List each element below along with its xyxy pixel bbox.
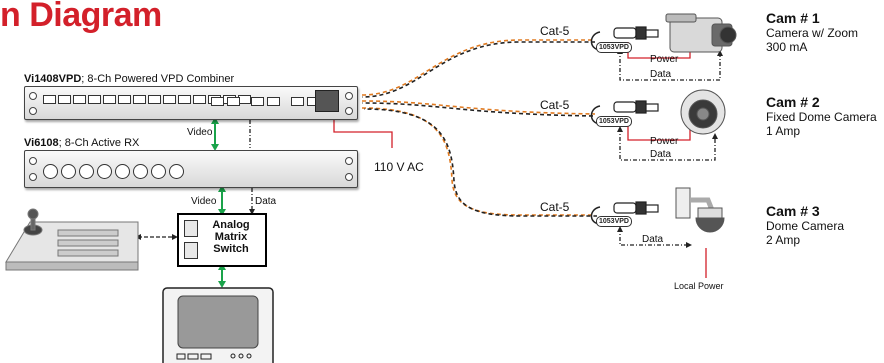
video-label: Video [191,196,217,207]
data-label: Data [642,234,664,245]
balun-tag: 1053VPD [596,116,632,127]
camera-current: 1 Amp [766,124,801,138]
camera-name: Cam # 1 [766,10,820,26]
cat5-cable-cam3 [361,107,597,217]
camera-current: 300 mA [766,40,808,54]
rack-mount-hole [345,107,353,115]
camera-type: Fixed Dome Camera [766,110,877,124]
balun-tag: 1053VPD [596,42,632,53]
combiner-unit [24,86,358,120]
ac-power-inlet [315,90,339,112]
data-label: Data [255,196,277,207]
combiner-label: Vi1408VPD; 8-Ch Powered VPD Combiner [24,73,235,85]
rack-mount-hole [29,157,37,165]
camera-icon [665,13,737,53]
power-label: Power [650,136,679,147]
cable-label-cam1: Cat-5 [540,24,570,38]
rack-mount-hole [345,92,353,100]
ptz-dome-camera-icon [675,187,725,233]
camera-3-info: Cam # 3 Dome Camera 2 Amp [766,203,844,247]
power-label: Power [650,54,679,65]
local-power-label: Local Power [674,281,724,291]
bnc-output-bank [43,164,184,179]
data-ports [211,97,320,106]
page-title: n Diagram [0,0,162,34]
camera-type: Dome Camera [766,219,845,233]
data-label: Data [650,149,672,160]
switch-port-icon [184,242,198,259]
video-label: Video [187,127,213,138]
receiver-unit [24,150,358,188]
receiver-label: Vi6108; 8-Ch Active RX [24,137,140,149]
cat5-cable-cam1 [361,39,595,98]
camera-name: Cam # 2 [766,94,820,110]
keyboard-controller-icon [5,208,139,271]
cable-label-cam2: Cat-5 [540,98,570,112]
dome-camera-icon [680,89,726,135]
rack-mount-hole [29,173,37,181]
bnc-connectors [613,26,659,215]
ac-power-label: 110 V AC [374,160,424,174]
cat5-cable-cam2 [361,100,596,117]
balun-tag: 1053VPD [596,216,632,227]
rack-mount-hole [345,173,353,181]
monitor-icon [162,287,274,363]
camera-name: Cam # 3 [766,203,820,219]
camera-current: 2 Amp [766,233,801,247]
data-label: Data [650,69,672,80]
camera-1-info: Cam # 1 Camera w/ Zoom 300 mA [766,10,858,54]
switch-port-icon [184,220,198,237]
cable-label-cam3: Cat-5 [540,200,570,214]
camera-type: Camera w/ Zoom [766,26,859,40]
rack-mount-hole [29,92,37,100]
rack-mount-hole [29,107,37,115]
rack-mount-hole [345,157,353,165]
camera-2-info: Cam # 2 Fixed Dome Camera 1 Amp [766,94,877,138]
